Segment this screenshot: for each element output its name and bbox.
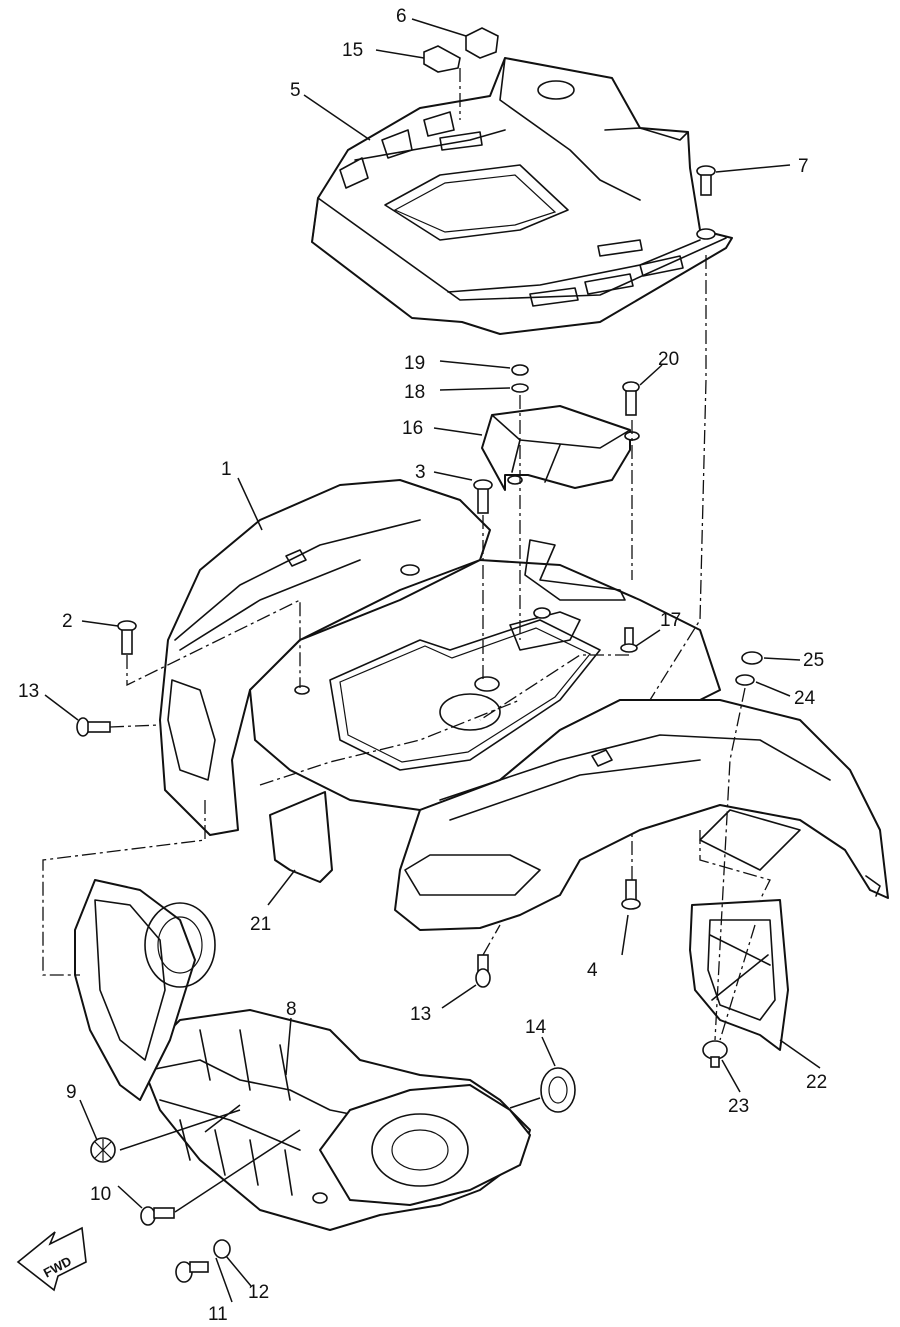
part-23-rivet (702, 1040, 728, 1068)
callout-1: 1 (221, 459, 232, 480)
callout-16: 16 (402, 418, 423, 439)
part-12-collar (213, 1239, 231, 1259)
part-18-washer (511, 383, 529, 393)
callout-4: 4 (587, 960, 598, 981)
callout-9: 9 (66, 1082, 77, 1103)
callout-5: 5 (290, 80, 301, 101)
part-22-mud-flap[interactable] (689, 899, 789, 1051)
leader-lines (44, 18, 821, 1303)
hardware-parts (76, 27, 763, 1283)
callout-8: 8 (286, 999, 297, 1020)
part-24-washer (735, 674, 755, 686)
callout-25: 25 (803, 650, 824, 671)
part-13-clip-left (76, 717, 111, 737)
part-9-fastener (90, 1137, 116, 1163)
fwd-arrow-icon: FWD (16, 1226, 87, 1292)
callout-6: 6 (396, 6, 407, 27)
callout-12: 12 (248, 1282, 269, 1303)
part-5-top-panel[interactable] (311, 57, 733, 335)
callout-11: 11 (208, 1304, 228, 1325)
part-2-bolt (117, 620, 137, 655)
assembly-lines (42, 68, 771, 1041)
callout-22: 22 (806, 1072, 827, 1093)
callout-13-left: 13 (18, 681, 39, 702)
callout-21: 21 (250, 914, 271, 935)
callout-15: 15 (342, 40, 363, 61)
part-25-nut (741, 651, 763, 665)
part-10-bolt (140, 1206, 175, 1226)
callout-24: 24 (794, 688, 816, 709)
part-17-bolt (620, 627, 638, 653)
part-7-screw (696, 165, 716, 196)
callout-2: 2 (62, 611, 73, 632)
callout-19: 19 (404, 353, 425, 374)
part-16-bracket[interactable] (481, 405, 640, 491)
callout-23: 23 (728, 1096, 749, 1117)
part-21-side-panel[interactable] (269, 791, 333, 883)
part-11-bolt (175, 1261, 209, 1283)
part-4-bolt (621, 879, 641, 910)
callout-17: 17 (660, 610, 681, 631)
callout-18: 18 (404, 382, 425, 403)
part-8-front-guard[interactable] (74, 879, 531, 1231)
callout-7: 7 (798, 156, 809, 177)
part-1-front-fender[interactable] (159, 479, 889, 931)
part-20-screw (622, 381, 640, 416)
callout-14: 14 (525, 1017, 547, 1038)
part-19-nut (511, 364, 529, 376)
part-14-grommet (540, 1067, 576, 1113)
part-13-clip-bottom (475, 954, 491, 988)
part-3-bolt (473, 479, 493, 514)
callout-labels: 1 2 3 4 5 6 7 8 9 10 11 12 13 13 14 15 1… (18, 6, 827, 1325)
callout-20: 20 (658, 349, 679, 370)
callout-10: 10 (90, 1184, 111, 1205)
part-15-clip (423, 45, 461, 73)
callout-13-bottom: 13 (410, 1004, 431, 1025)
part-6-cap (465, 27, 499, 59)
callout-3: 3 (415, 462, 426, 483)
